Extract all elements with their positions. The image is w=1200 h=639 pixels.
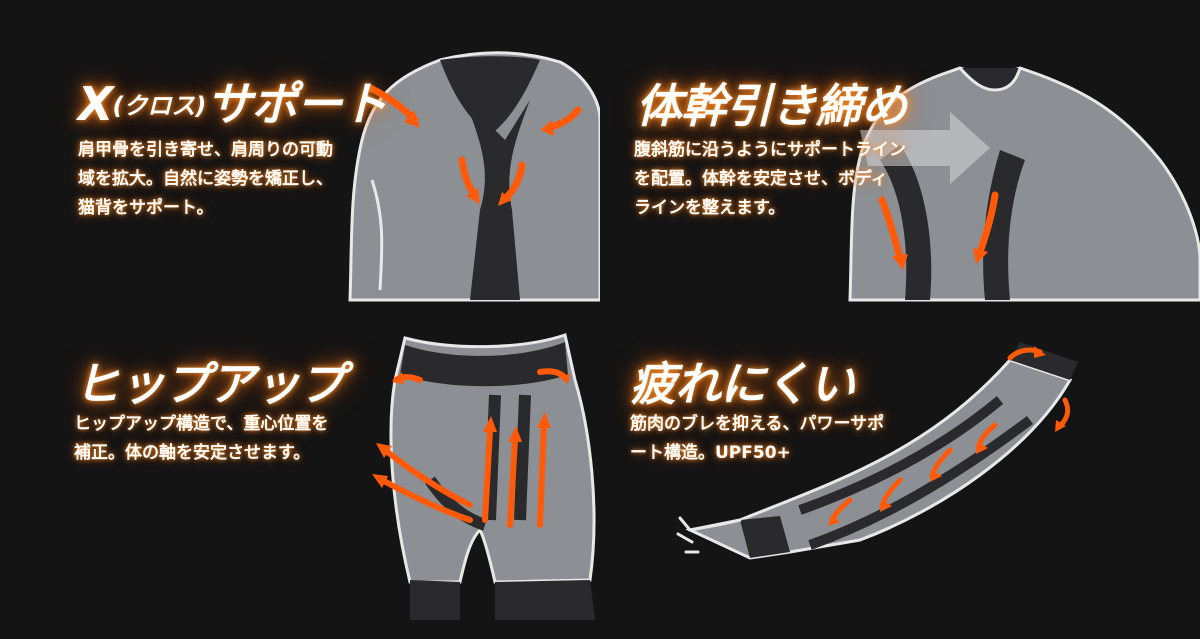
feature-title-hip-up: ヒップアップ [74,357,345,411]
feature-panel-x-support: X(クロス)サポート 肩甲骨を引き寄せ、肩周りの可動 域を拡大。自然に姿勢を矯正… [0,0,600,319]
torso-illustration [848,66,1200,302]
hip-shorts-illustration [372,333,596,620]
feature-desc-less-fatigue: 筋肉のブレを抑える、パワーサポ ート構造。UPF50+ [630,414,885,463]
feature-panel-hip-up: ヒップアップ ヒップアップ構造で、重心位置を 補正。体の軸を安定させます。 [0,320,600,639]
feature-panel-core: 体幹引き締め 腹斜筋に沿うようにサポートライン を配置。体幹を安定させ、ボディ … [600,0,1200,319]
upper-back-illustration [348,51,600,302]
feature-title-core: 体幹引き締め [636,79,907,133]
feature-panel-less-fatigue: 疲れにくい 筋肉のブレを抑える、パワーサポ ート構造。UPF50+ [600,320,1200,639]
arm-sleeve-illustration [676,342,1078,560]
feature-desc-core: 腹斜筋に沿うようにサポートライン を配置。体幹を安定させ、ボディ ラインを整えま… [634,140,906,218]
feature-title-less-fatigue: 疲れにくい [630,357,855,411]
feature-title-x-support: X(クロス)サポート [78,77,387,131]
feature-desc-hip-up: ヒップアップ構造で、重心位置を 補正。体の軸を安定させます。 [74,414,329,463]
feature-desc-x-support: 肩甲骨を引き寄せ、肩周りの可動 域を拡大。自然に姿勢を矯正し、 猫背をサポート。 [78,140,333,218]
